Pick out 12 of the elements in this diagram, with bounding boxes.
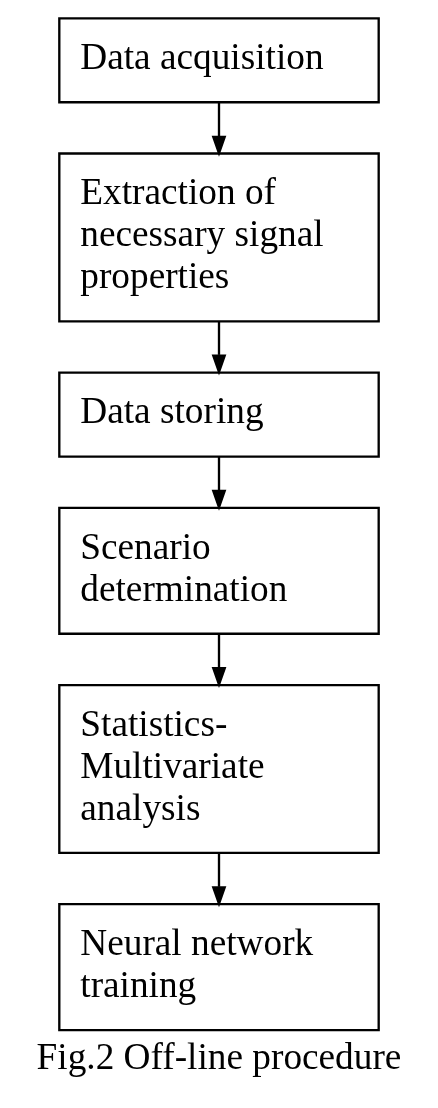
arrow bbox=[211, 633, 227, 688]
arrow bbox=[211, 456, 227, 511]
node-box: Neural network training bbox=[58, 902, 380, 1031]
node-box: Data acquisition bbox=[58, 16, 380, 103]
arrow bbox=[211, 102, 227, 157]
caption: Fig.2 Off-line procedure bbox=[36, 1035, 402, 1077]
arrow bbox=[211, 852, 227, 907]
node-box: Extraction of necessary signal properties bbox=[58, 151, 380, 323]
node-box: Data storing bbox=[58, 371, 380, 458]
node-box: Statistics-Multivariate analysis bbox=[58, 683, 380, 854]
node-box: Scenario determination bbox=[58, 506, 380, 635]
arrow bbox=[211, 321, 227, 375]
